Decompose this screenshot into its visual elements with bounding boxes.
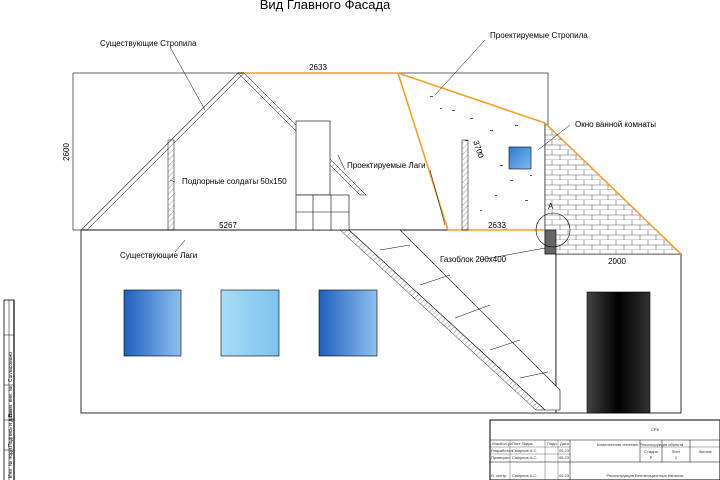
- tb-hdr-6: Дата: [560, 441, 570, 446]
- window-3: [318, 289, 378, 357]
- tb-hdr-2: Кол.уч: [500, 441, 512, 446]
- label-existing-rafters: Существующие Стропила: [100, 39, 197, 48]
- dim-height-left: 2600: [62, 143, 71, 161]
- title-block: [489, 419, 720, 480]
- tb-r2-name: Смирнов А.С.: [512, 455, 538, 460]
- tb-hdr-3: Лист: [512, 441, 521, 446]
- tb-r3-date: 05.23: [559, 473, 570, 478]
- frame-border: [3, 299, 15, 480]
- support-post-right: [461, 139, 469, 231]
- tb-val-stage: Р: [650, 455, 653, 460]
- tb-r2-date: 05.23: [559, 455, 570, 460]
- label-existing-joists: Существующие Лаги: [120, 251, 197, 260]
- gas-block: [544, 229, 557, 255]
- roof-insulation-texture: [430, 92, 532, 211]
- tb-subtitle: Комплексная система. Реконструкция объек…: [597, 442, 684, 447]
- tb-r3-name: Смирнов А.С.: [512, 473, 538, 478]
- drawing-title: Вид Главного Фасада: [260, 0, 391, 12]
- dim-top-width: 2633: [309, 63, 327, 72]
- label-bathroom-window: Окно ванной комнаты: [575, 120, 656, 129]
- dim-annex-width: 2000: [608, 257, 626, 266]
- vent-shaft: [295, 120, 331, 196]
- joists-block: [295, 194, 350, 231]
- tb-hdr-1: Изм.: [492, 441, 501, 446]
- tb-val-sheet: 1: [675, 455, 678, 460]
- label-gas-block: Газоблок 200х400: [440, 255, 507, 264]
- side-stamp: Инв. № подл. Подпись и дата Взам. инв. №…: [8, 352, 14, 478]
- tb-bottom-text: Реконструкция Вентиляционных Каналов: [606, 473, 683, 478]
- window-1: [123, 289, 182, 357]
- window-2: [220, 289, 280, 357]
- tb-col-stage: Стадия: [644, 449, 658, 454]
- label-node-a: А: [548, 202, 554, 211]
- tb-r3-role: Н. контр.: [491, 473, 508, 478]
- dim-right-span: 2633: [488, 221, 506, 230]
- leader-lines: [169, 39, 571, 261]
- tb-r1-role: Разработал: [491, 448, 513, 453]
- node-a-circle: [535, 212, 571, 248]
- side-stamp-2: Подпись и дата: [8, 411, 14, 447]
- label-designed-rafters: Проектируемые Стропила: [490, 31, 588, 40]
- tb-col-sheets: Листов: [699, 449, 712, 454]
- tb-hdr-4: №док: [522, 441, 533, 446]
- side-stamp-1: Инв. № подл.: [8, 447, 14, 478]
- tb-r2-role: Проверил: [491, 455, 510, 460]
- support-post-left: [167, 139, 175, 231]
- tb-col-sheet: Лист: [672, 449, 681, 454]
- tb-hdr-5: Подп.: [547, 441, 558, 446]
- label-designed-joists: Проектируемые Лаги: [347, 161, 426, 170]
- diagonal-joists: [339, 229, 561, 411]
- label-support-posts: Подпорные солдаты 50х150: [182, 177, 287, 186]
- tb-r1-name: Смирнов А.С.: [512, 448, 538, 453]
- tb-r1-date: 05.23: [559, 448, 570, 453]
- side-stamp-4: Согласовано: [8, 352, 14, 382]
- tb-code: СРК: [651, 427, 660, 432]
- side-stamp-3: Взам. инв. №: [8, 386, 14, 417]
- dim-left-span: 5267: [219, 221, 237, 230]
- annex-door: [586, 291, 651, 414]
- bathroom-window: [508, 146, 532, 170]
